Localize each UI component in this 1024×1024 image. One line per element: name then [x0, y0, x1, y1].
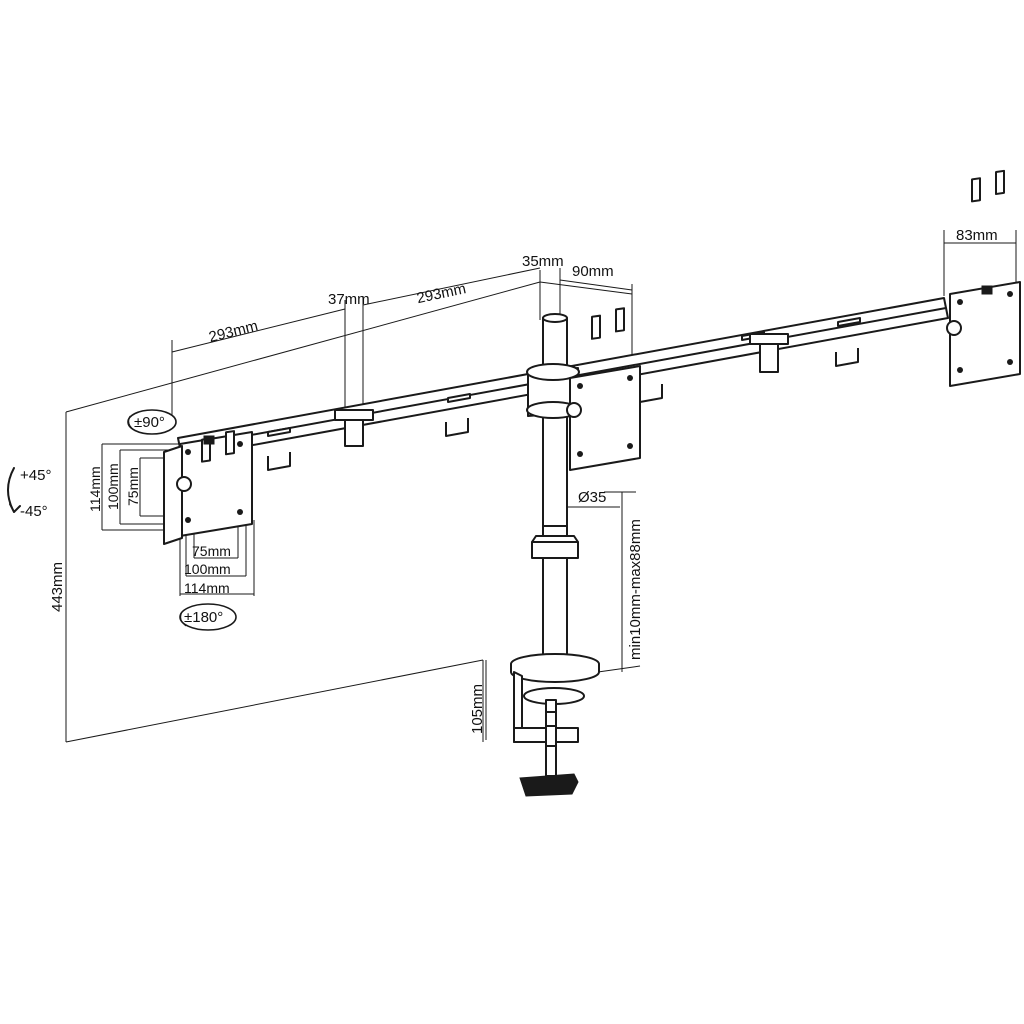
rotation-tilt-down: -45°: [20, 503, 48, 520]
dimension-lines: [65, 230, 1017, 742]
swivel-arrow-icon: [128, 415, 135, 431]
vesa-plate-center: [566, 307, 641, 471]
dim-vesa-h-114: 114mm: [87, 466, 103, 512]
dim-vesa-w-114: 114mm: [184, 580, 230, 596]
desk-clamp: [510, 653, 600, 797]
rotation-swivel: ±90°: [134, 414, 165, 431]
dim-arm-right: 293mm: [415, 280, 467, 307]
rotate-badge: [179, 603, 237, 631]
dim-desk-thickness: min10mm-max88mm: [627, 519, 644, 660]
dim-center-offset: 90mm: [572, 263, 614, 280]
dim-total-height: 443mm: [49, 562, 66, 612]
rotation-rotate: ±180°: [184, 609, 223, 626]
dim-pole-diameter: Ø35: [578, 489, 606, 506]
dim-pole-offset: 35mm: [522, 253, 564, 270]
dim-vesa-h-100: 100mm: [105, 463, 121, 510]
vesa-plate-left: [163, 430, 253, 545]
dim-plate-right: 83mm: [956, 227, 998, 244]
dim-clamp-depth: 105mm: [469, 684, 486, 734]
swivel-badge: [127, 409, 177, 435]
swivel-arrow-icon: [180, 611, 187, 627]
vesa-plate-right: [946, 169, 1021, 387]
dim-vesa-h-75: 75mm: [125, 467, 141, 506]
pole: [526, 313, 580, 661]
dim-arm-left: 293mm: [207, 317, 260, 346]
dim-vesa-w-100: 100mm: [184, 561, 231, 577]
arm-joints: [334, 333, 789, 447]
cable-clips: [267, 317, 861, 471]
dim-vesa-w-75: 75mm: [192, 543, 231, 559]
dim-joint-width: 37mm: [328, 291, 370, 308]
rotation-tilt-up: +45°: [20, 467, 51, 484]
tilt-arrow-icon: [7, 467, 21, 513]
